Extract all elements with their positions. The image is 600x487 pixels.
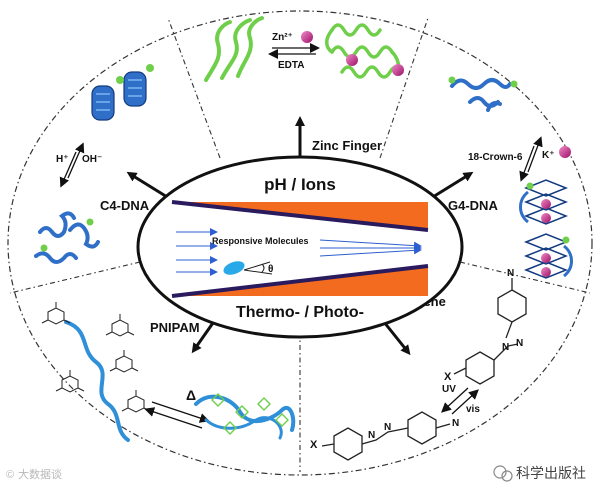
bound-zn-ion [392,64,404,76]
h-plus-label: H⁺ [56,154,69,165]
svg-text:©: © [6,469,14,481]
cis-n-left: N [368,430,375,441]
responsive-molecule-blob [223,261,245,275]
heat-symbol: Δ [186,387,196,403]
g4-dna-module: 18-Crown-6 K⁺ G4-DNA [427,76,573,279]
unfolded-peptide [204,16,264,82]
cis-n-right: N [384,422,391,433]
flow-arrows [176,228,422,276]
vis-label: vis [466,404,480,415]
collapsed-pnipam-globule [194,393,296,440]
trans-n-top: N [507,268,514,279]
zinc-finger-label: Zinc Finger [312,138,382,153]
folded-zinc-finger [325,23,404,79]
zn-ion-sphere [301,31,313,43]
unfolded-g4-dna [450,78,512,112]
center-nanochannel: pH / Ions Responsive Molecules θ Thermo-… [136,155,464,339]
unfolded-c4-dna [34,211,100,264]
c4-dna-label: C4-DNA [100,198,150,213]
cis-n-end: N [452,418,459,429]
g-quadruplex [523,233,573,279]
sector-dividers [9,17,591,472]
outer-dashed-circle [7,10,593,476]
nipam-side-groups [41,302,151,413]
svg-text:科学出版社: 科学出版社 [516,465,586,481]
cis-x-substituent: X [310,439,318,451]
pnipam-module: Δ PNIPAM [41,302,296,442]
trans-x-substituent: X [444,371,452,383]
watermark-left: © 大数据谈 [6,467,62,481]
trans-n-mid: N [502,342,509,353]
wechat-icon [493,465,507,479]
crown-ether-label: 18-Crown-6 [468,152,523,163]
angle-theta: θ [268,264,273,275]
k-plus-label: K⁺ [542,150,555,161]
pnipam-label: PNIPAM [150,320,200,335]
zn-ion-label: Zn²⁺ [272,32,293,43]
svg-text:大数据谈: 大数据谈 [18,467,62,481]
folded-i-motif [91,64,154,121]
cis-azobenzene [321,411,451,461]
watermark-right: 科学出版社 [493,465,586,482]
trans-azobenzene [453,278,527,385]
responsive-molecules-label: Responsive Molecules [212,236,309,246]
trans-n-bot: N [516,338,523,349]
k-ion-sphere [559,146,571,158]
extended-pnipam-chain [64,320,130,442]
edta-label: EDTA [278,60,304,71]
g-quadruplex [519,179,569,225]
oh-minus-label: OH⁻ [82,154,102,165]
bound-zn-ion [346,54,358,66]
g4-dna-label: G4-DNA [448,198,498,213]
uv-label: UV [442,384,456,395]
center-top-label: pH / Ions [264,175,336,194]
zinc-finger-module: Zn²⁺ EDTA Zinc Finger [204,16,404,163]
center-bottom-label: Thermo- / Photo- [236,304,364,321]
